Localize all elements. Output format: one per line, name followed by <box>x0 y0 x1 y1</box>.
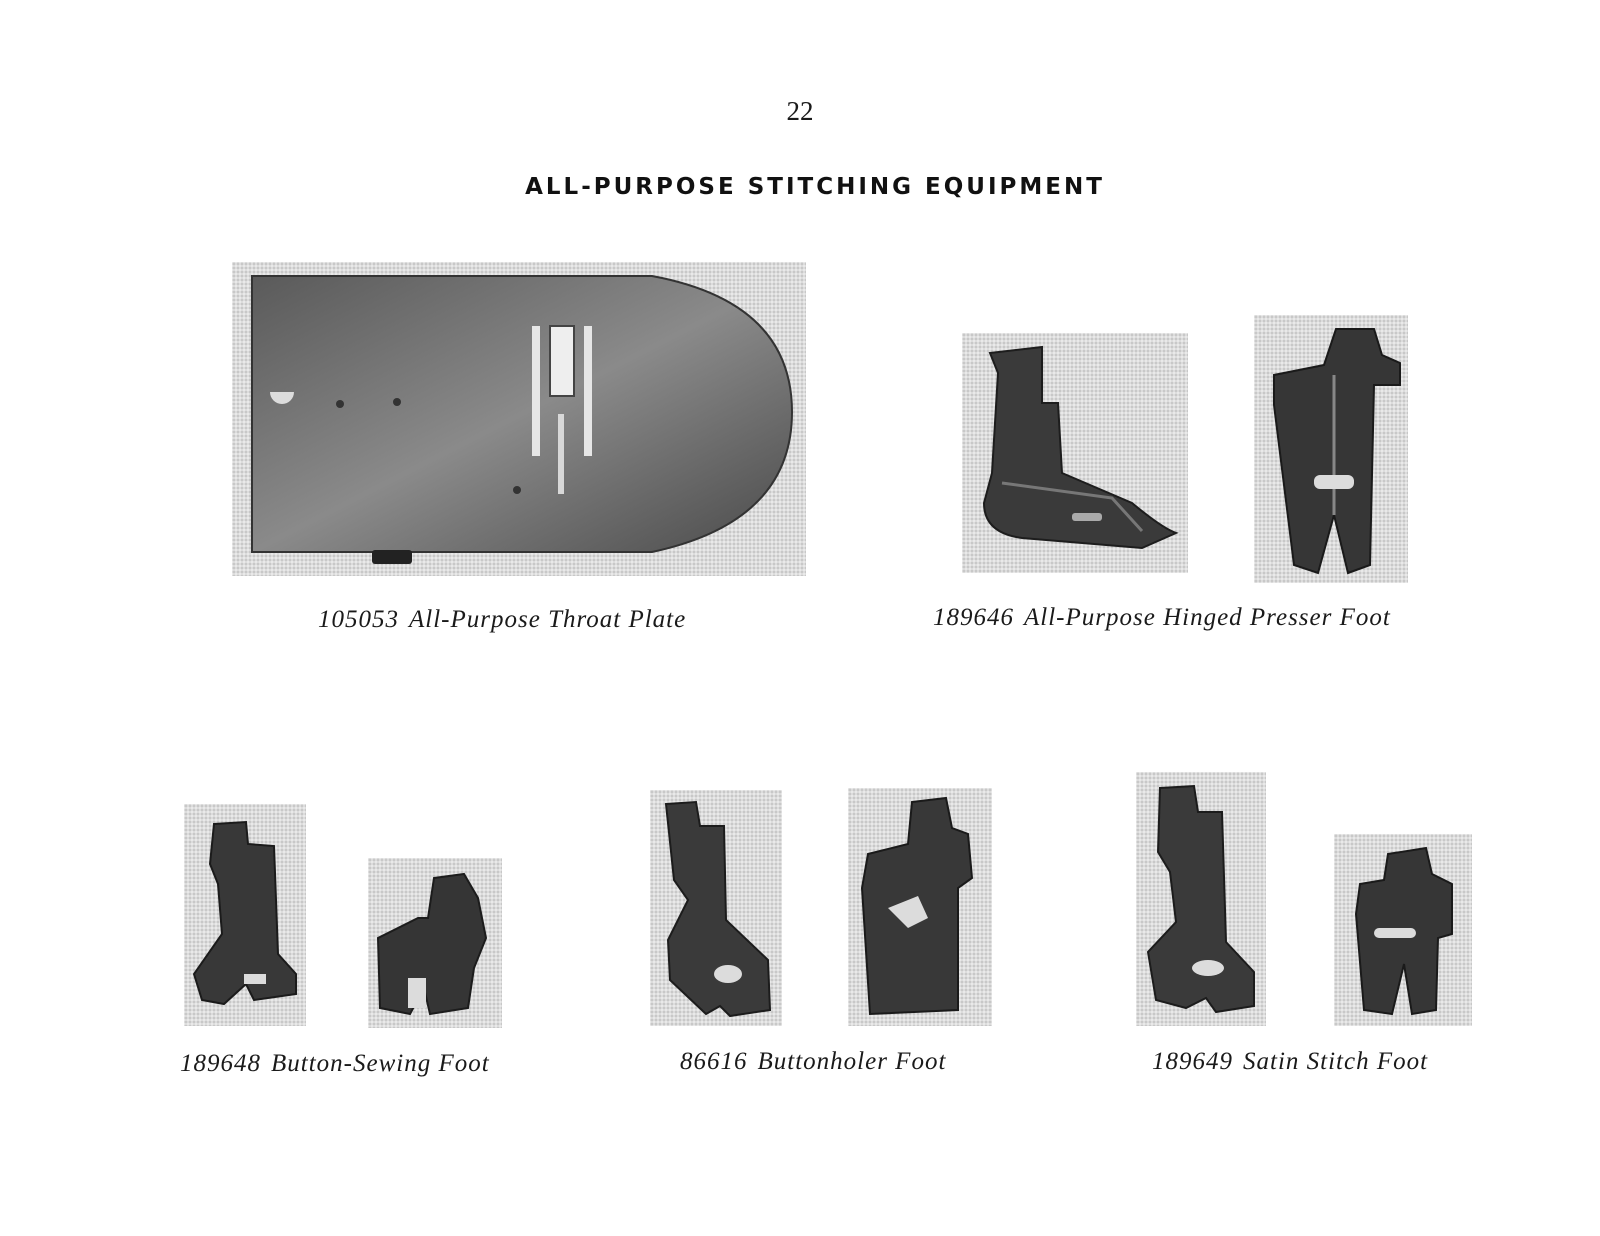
presser-foot-illustration <box>982 345 1179 550</box>
caption-buttonholer-foot: 86616 Buttonholer Foot <box>680 1048 946 1076</box>
part-name: Button-Sewing Foot <box>271 1050 490 1077</box>
presser-foot-illustration <box>192 820 297 1006</box>
presser-foot-illustration <box>1146 784 1255 1014</box>
caption-button-sewing-foot: 189648 Button-Sewing Foot <box>180 1050 490 1078</box>
presser-foot-illustration <box>860 796 974 1016</box>
part-name: Satin Stitch Foot <box>1243 1048 1429 1075</box>
satin-stitch-foot-photo-side <box>1136 772 1266 1026</box>
part-number: 189648 <box>180 1050 261 1077</box>
part-number: 105053 <box>318 606 399 633</box>
part-number: 86616 <box>680 1048 748 1075</box>
part-name: All-Purpose Throat Plate <box>409 606 687 633</box>
button-sewing-foot-photo-front <box>368 858 502 1028</box>
caption-hinged-presser-foot: 189646 All-Purpose Hinged Presser Foot <box>933 604 1391 632</box>
throat-plate-photo <box>232 262 806 576</box>
part-number: 189646 <box>933 604 1014 631</box>
part-name: Buttonholer Foot <box>757 1048 947 1075</box>
satin-stitch-foot-photo-front <box>1334 834 1472 1026</box>
part-name: All-Purpose Hinged Presser Foot <box>1024 604 1391 631</box>
page-number: 22 <box>786 96 814 126</box>
buttonholer-foot-photo-side <box>650 790 782 1026</box>
part-number: 189649 <box>1152 1048 1233 1075</box>
presser-foot-illustration <box>664 800 772 1018</box>
presser-foot-illustration <box>1354 846 1453 1016</box>
throat-plate-illustration <box>251 275 794 564</box>
buttonholer-foot-photo-front <box>848 788 992 1026</box>
caption-satin-stitch-foot: 189649 Satin Stitch Foot <box>1152 1048 1428 1076</box>
hinged-presser-foot-photo-side <box>962 333 1188 573</box>
caption-throat-plate: 105053 All-Purpose Throat Plate <box>318 606 686 634</box>
presser-foot-illustration <box>376 872 488 1016</box>
hinged-presser-foot-photo-front <box>1254 315 1408 583</box>
button-sewing-foot-photo-side <box>184 804 306 1026</box>
page-title: ALL-PURPOSE STITCHING EQUIPMENT <box>525 174 1105 200</box>
presser-foot-illustration <box>1273 328 1401 575</box>
